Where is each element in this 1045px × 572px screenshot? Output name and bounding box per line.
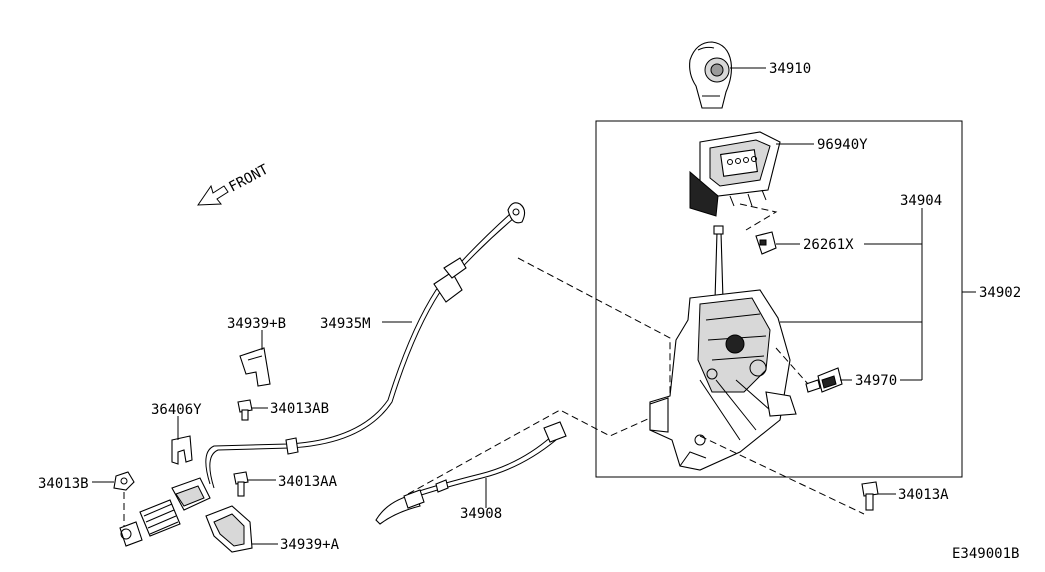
switch-component [755, 231, 777, 255]
bolt-aa [233, 471, 249, 497]
dash-solenoid [775, 347, 809, 385]
bracket-a [205, 505, 253, 553]
label-bolt-a: 34013A [898, 487, 949, 503]
dash-bolt-a [699, 435, 865, 515]
label-cable: 34935M [320, 316, 371, 332]
front-label: FRONT [226, 161, 271, 195]
label-knob: 34910 [769, 61, 811, 77]
solenoid-component [805, 367, 843, 393]
bracket-b [239, 347, 271, 387]
figure-code: E349001B [952, 546, 1019, 562]
leader-lines [92, 67, 976, 545]
control-device [649, 225, 797, 471]
dash-harness-device [407, 409, 651, 495]
label-bolt-ab: 34013AB [270, 401, 329, 417]
indicator-panel [689, 131, 781, 217]
dash-cable-device [517, 257, 671, 396]
label-harness: 34908 [460, 506, 502, 522]
bolt-a [861, 481, 879, 511]
shift-knob [689, 41, 732, 109]
clip-component [171, 435, 193, 465]
label-bracket-a: 34939+A [280, 537, 340, 553]
dash-indicator-switch [739, 203, 778, 231]
label-solenoid: 34970 [855, 373, 897, 389]
wire-harness [375, 421, 567, 525]
nut-b [113, 471, 135, 491]
front-arrow-icon [197, 184, 229, 206]
bolt-ab [237, 399, 253, 421]
label-control-device: 34904 [900, 193, 942, 209]
label-indicator: 96940Y [817, 137, 868, 153]
label-clip: 36406Y [151, 402, 202, 418]
label-switch: 26261X [803, 237, 854, 253]
label-nut-b: 34013B [38, 476, 89, 492]
label-bolt-aa: 34013AA [278, 474, 338, 490]
control-cable [119, 202, 526, 547]
label-device-assembly: 34902 [979, 285, 1021, 301]
label-bracket-b: 34939+B [227, 316, 286, 332]
